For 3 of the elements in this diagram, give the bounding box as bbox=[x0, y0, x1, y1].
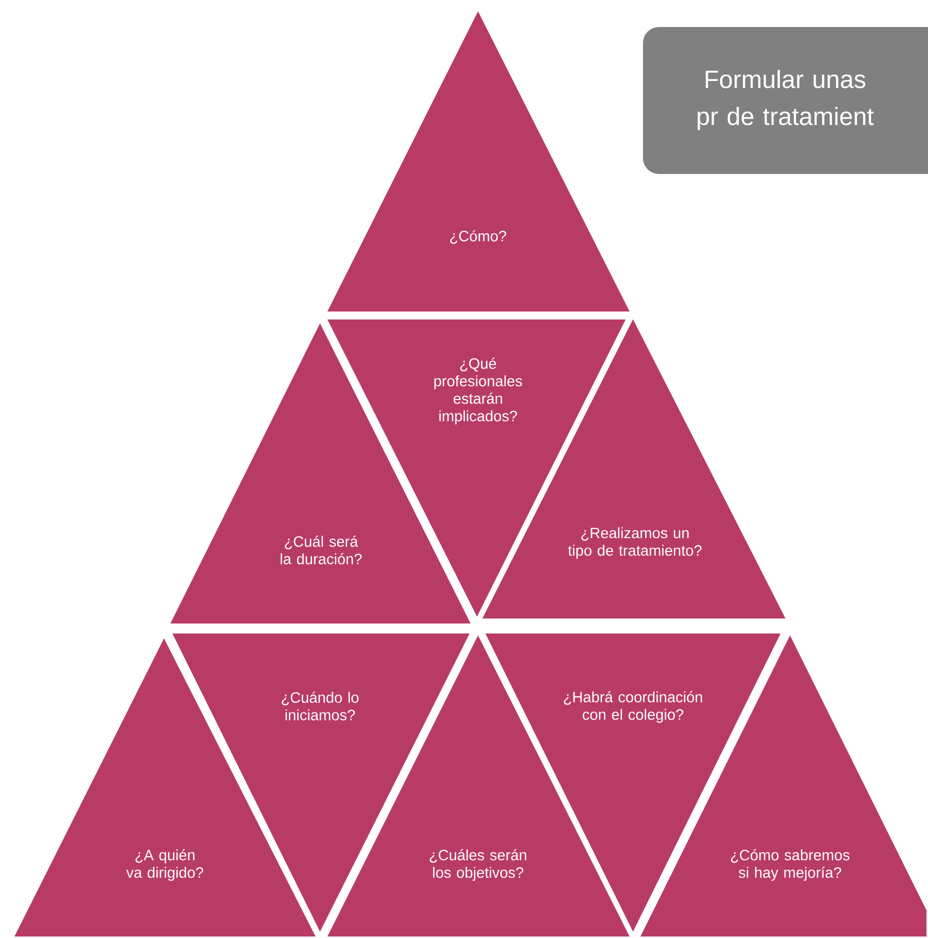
node-label: ¿Habrá coordinación con el colegio? bbox=[564, 691, 702, 723]
node-label: ¿Cuándo lo iniciamos? bbox=[282, 692, 359, 720]
title-box: Formular unas pr de tratamient bbox=[643, 27, 928, 174]
